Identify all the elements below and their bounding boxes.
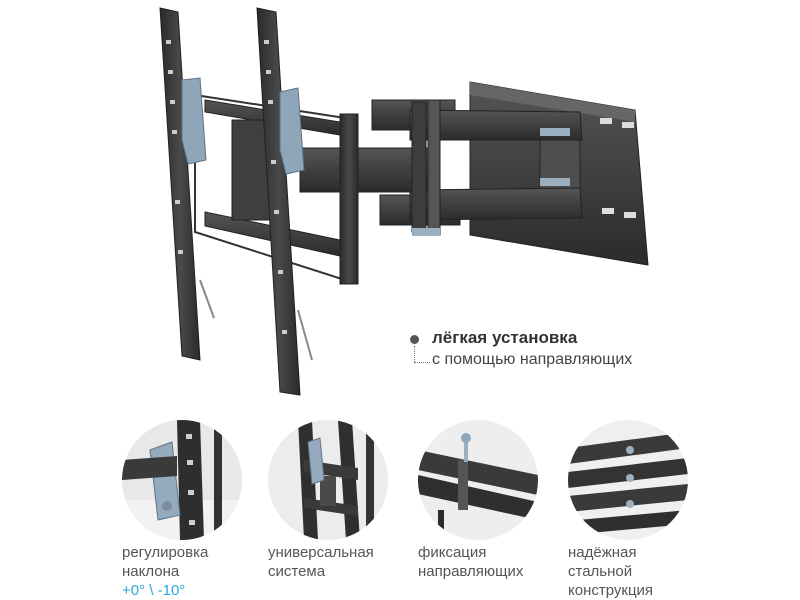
- feature-thumb-tilt: [122, 420, 242, 540]
- feature-caption-fixation: фиксация направляющих: [418, 544, 524, 580]
- feature-fixation: фиксация направляющих: [418, 420, 568, 600]
- feature-thumb-fixation: [418, 420, 538, 540]
- callout-easy-install: лёгкая установка с помощью направляющих: [410, 328, 710, 372]
- feature-caption-tilt: регулировка наклона +0° \ -10°: [122, 544, 209, 599]
- feature-thumb-steel: [568, 420, 688, 540]
- callout-leader: [414, 346, 415, 362]
- callout-subtitle: с помощью направляющих: [432, 351, 633, 368]
- callout-leader-horizontal: [414, 362, 430, 363]
- tilt-range: +0° \ -10°: [122, 582, 186, 599]
- feature-thumb-universal: [268, 420, 388, 540]
- tv-mount-illustration: [159, 7, 649, 396]
- wall-plate: [469, 81, 649, 266]
- feature-universal: универсальная система: [268, 420, 418, 600]
- articulating-arms: [299, 99, 583, 236]
- bullet-dot: [410, 335, 419, 344]
- feature-caption-universal: универсальная система: [268, 544, 374, 580]
- callout-title: лёгкая установка: [432, 328, 578, 347]
- feature-steel: надёжная стальной конструкция: [568, 420, 718, 600]
- tv-rails: [159, 7, 359, 396]
- feature-tilt: регулировка наклона +0° \ -10°: [122, 420, 272, 600]
- feature-caption-steel: надёжная стальной конструкция: [568, 544, 654, 599]
